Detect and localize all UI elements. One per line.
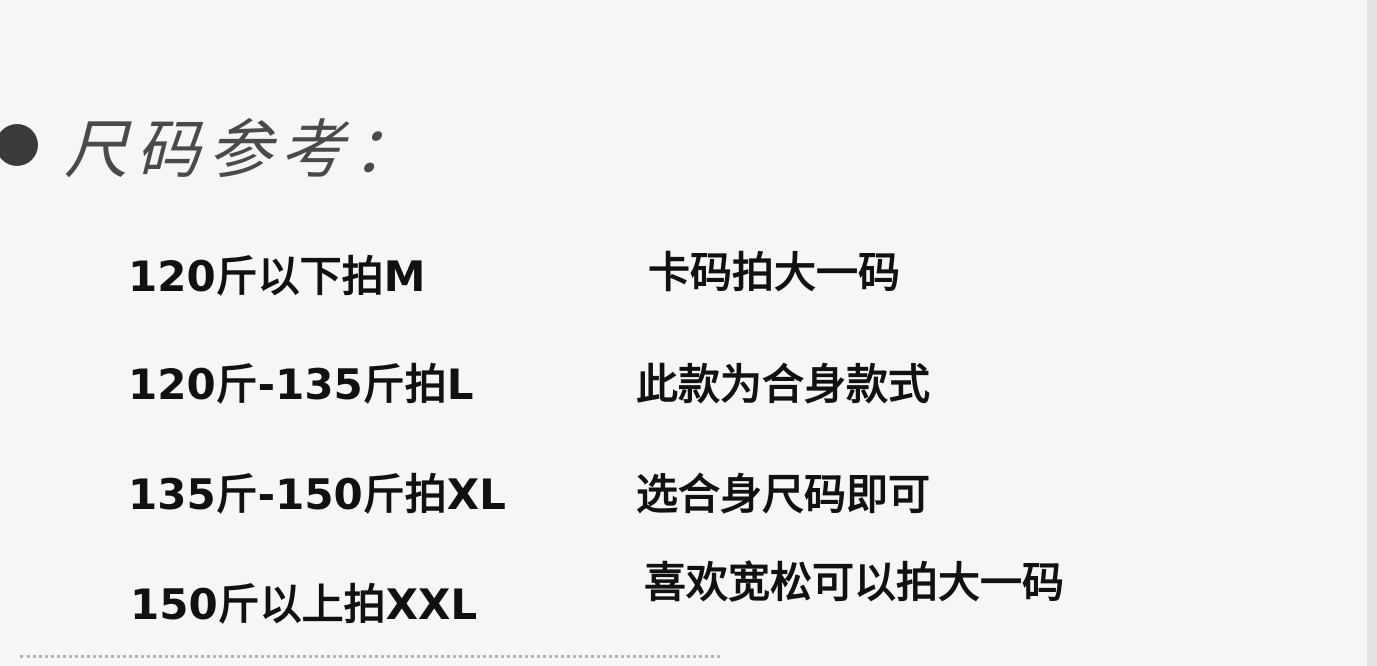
size-row-4-weight: 150斤以上拍XXL bbox=[130, 580, 478, 629]
size-row-2-weight: 120斤-135斤拍L bbox=[128, 360, 474, 409]
size-row-1-weight: 120斤以下拍M bbox=[128, 252, 426, 301]
size-row-3-weight: 135斤-150斤拍XL bbox=[128, 470, 506, 519]
size-row-3-note: 选合身尺码即可 bbox=[636, 470, 931, 519]
size-row-2-note: 此款为合身款式 bbox=[636, 360, 931, 409]
heading-text: 尺码参考： bbox=[64, 114, 424, 188]
size-row-1-note: 卡码拍大一码 bbox=[648, 248, 901, 297]
size-guide-heading: 尺码参考： bbox=[0, 100, 424, 190]
page-edge bbox=[1367, 0, 1377, 666]
bullet-dot-icon bbox=[0, 124, 38, 166]
cropped-text-edge bbox=[20, 655, 720, 664]
size-row-4-note: 喜欢宽松可以拍大一码 bbox=[644, 558, 1065, 607]
